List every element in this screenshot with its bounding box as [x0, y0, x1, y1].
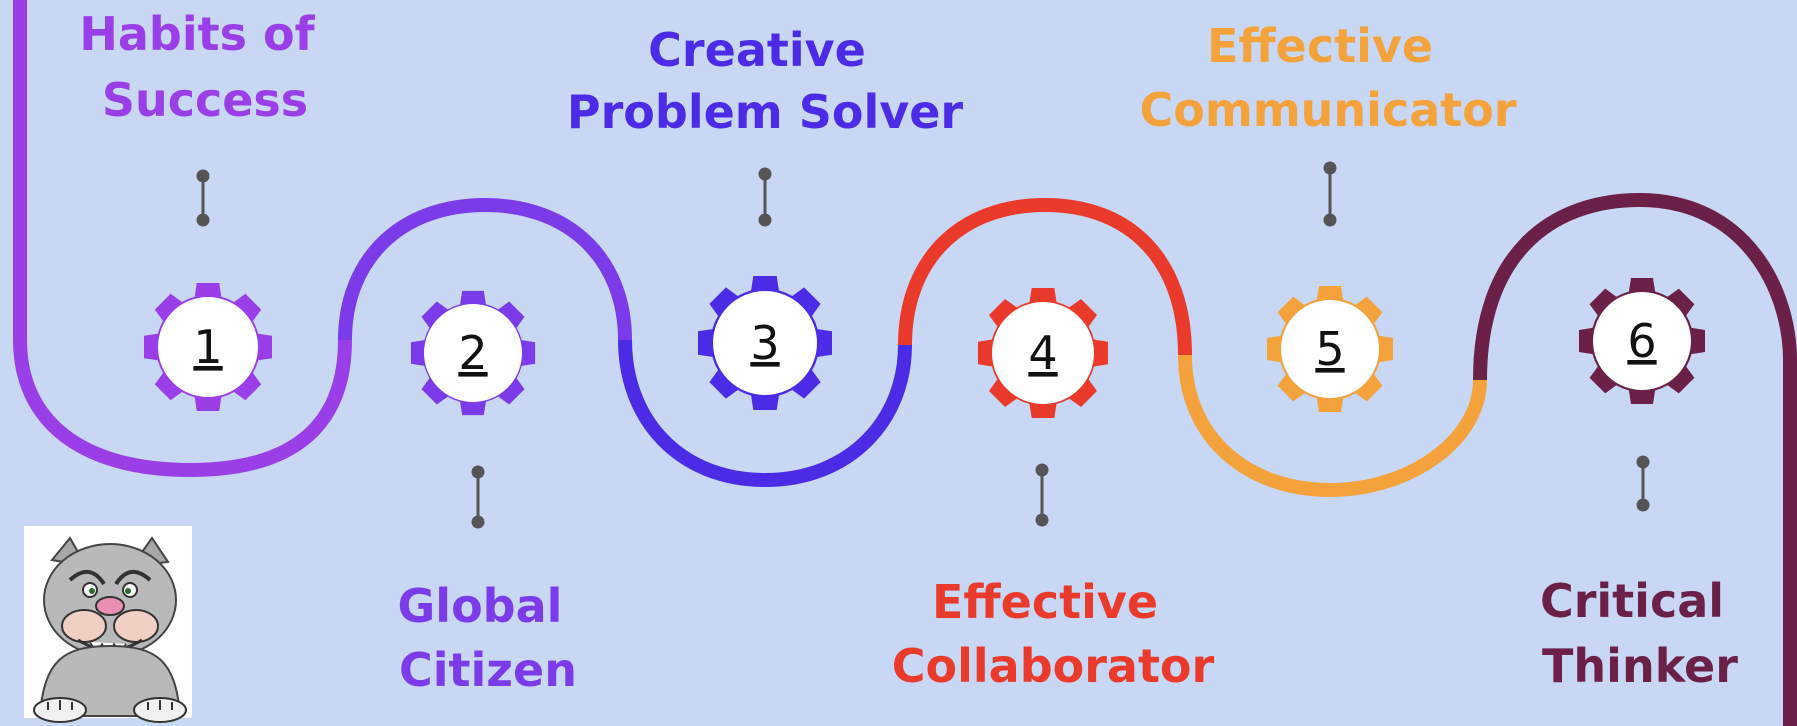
connector-6 [1636, 455, 1650, 512]
connectors [196, 161, 1650, 529]
step-title-1: Habits of Success [79, 7, 330, 127]
step-number-3: 3 [750, 316, 779, 370]
step-number-2: 2 [458, 326, 487, 380]
step-title-6-line-2: Thinker [1542, 639, 1738, 693]
bulldog-mascot-icon [24, 526, 192, 723]
gear-center [1593, 292, 1691, 390]
step-number-1: 1 [193, 320, 222, 374]
wave-segment-6 [1473, 192, 1797, 726]
step-title-3-line-1: Creative [648, 23, 866, 77]
wave-segment-5 [1178, 354, 1487, 498]
wave-segment-2 [338, 197, 632, 341]
gear-icon: 6 [1579, 278, 1705, 404]
gear-center [992, 302, 1094, 404]
gear-center [713, 291, 817, 395]
connector-5 [1323, 161, 1337, 227]
step-title-5-line-2: Communicator [1139, 83, 1516, 137]
step-title-5-line-1: Effective [1207, 19, 1433, 73]
step-title-4-line-2: Collaborator [892, 639, 1215, 693]
step-title-4-line-1: Effective [932, 575, 1158, 629]
wave-segment-3 [618, 339, 912, 488]
step-number-6: 6 [1627, 314, 1656, 368]
gear-icon: 4 [978, 288, 1108, 418]
step-title-2-line-2: Citizen [399, 643, 577, 697]
connector-3 [758, 167, 772, 227]
gear-center [424, 304, 522, 402]
wave-path [13, 0, 1797, 726]
step-title-3-line-2: Problem Solver [567, 85, 964, 139]
step-title-5: Effective Communicator [1139, 19, 1516, 137]
step-title-2: Global Citizen [398, 579, 579, 697]
step-title-2-line-1: Global [398, 579, 563, 633]
step-number-5: 5 [1315, 322, 1344, 376]
step-title-4: Effective Collaborator [892, 575, 1215, 693]
gear-icon: 1 [144, 283, 272, 411]
wave-segment-1 [13, 0, 352, 478]
gear-center [158, 297, 258, 397]
gear-icon: 2 [410, 290, 536, 416]
gear-icon: 3 [698, 276, 832, 410]
connector-1 [196, 169, 210, 227]
connector-4 [1035, 463, 1049, 527]
step-number-4: 4 [1028, 326, 1057, 380]
step-title-3: Creative Problem Solver [567, 23, 964, 139]
step-title-1-line-1: Habits of [79, 7, 315, 61]
gear-center [1281, 300, 1379, 398]
wave-segment-4 [898, 197, 1192, 356]
step-title-6: Critical Thinker [1540, 574, 1740, 693]
step-title-6-line-1: Critical [1540, 574, 1724, 628]
connector-2 [471, 465, 485, 529]
step-title-1-line-2: Success [102, 73, 308, 127]
gear-icon: 5 [1267, 286, 1393, 412]
